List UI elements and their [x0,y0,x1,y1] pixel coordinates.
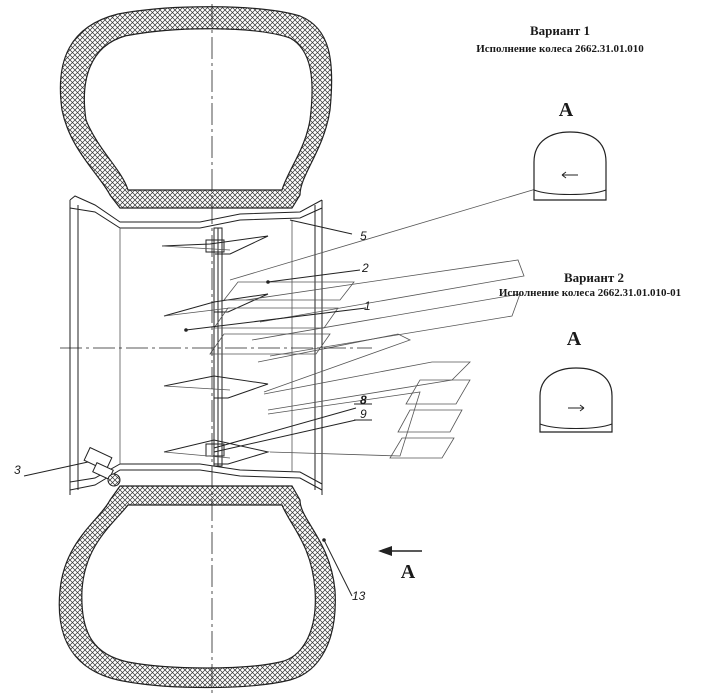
variant-2-title: Вариант 2 [564,270,624,285]
callout-13: 13 [352,589,366,603]
arrow-left-icon [561,171,578,179]
variant-1-title: Вариант 1 [530,23,590,38]
view-a-label-variant-1: A [559,99,574,121]
centerlines [60,4,372,694]
arrow-right-icon [568,404,585,412]
variant-1-subtitle: Исполнение колеса 2662.31.01.010 [476,43,644,55]
callout-8: 8 [360,393,367,407]
spokes [161,235,270,465]
upper-tire-section [59,6,333,209]
lower-tire-section [58,485,336,689]
callout-9: 9 [360,407,367,421]
view-a-label-arrow: A [401,561,416,583]
callout-2: 2 [361,261,369,275]
callout-5: 5 [360,229,367,243]
view-a-variant-1 [533,131,607,201]
callout-1: 1 [364,299,371,313]
leader-lines [229,185,547,457]
view-a-variant-2 [539,367,613,433]
view-a-label-variant-2: A [567,328,582,350]
callout-3: 3 [14,463,21,477]
rim-profile [69,195,323,495]
callout-leaders [23,219,372,597]
valve-item-3 [83,446,121,487]
variant-2-subtitle: Исполнение колеса 2662.31.01.010-01 [499,287,681,299]
view-direction-arrow [378,546,422,556]
